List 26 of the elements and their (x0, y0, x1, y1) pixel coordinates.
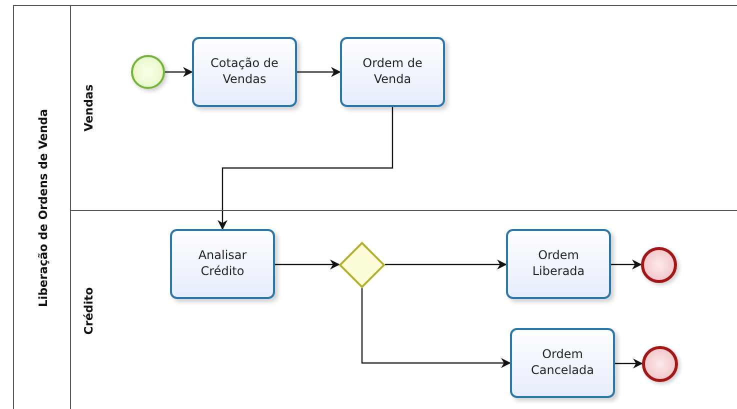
task-box (192, 37, 297, 107)
task-box (510, 328, 615, 398)
task-label: Analisar Crédito (197, 248, 248, 280)
task-label: Ordem de Venda (362, 56, 424, 88)
sequence-flow-arrow (611, 260, 642, 270)
lane-label: Crédito (82, 286, 96, 334)
task-box (170, 229, 275, 299)
lane-label: Vendas (82, 84, 96, 132)
end-event-circle (641, 247, 677, 283)
sequence-flow-arrow (615, 358, 643, 368)
task-label: Ordem Cancelada (530, 347, 595, 379)
sequence-flow-arrow (361, 288, 511, 368)
pool-label: Liberação de Ordens de Venda (36, 108, 50, 308)
task-label: Cotação de Vendas (210, 56, 280, 88)
swimlane (70, 210, 737, 409)
sequence-flow-arrow (218, 107, 394, 230)
task-box (340, 37, 445, 107)
end-event-circle (642, 346, 678, 382)
sequence-flow-arrow (297, 67, 341, 77)
sequence-flow-arrow (275, 260, 340, 270)
sequence-flow-arrow (385, 260, 507, 270)
task-label: Ordem Liberada (531, 248, 586, 280)
task-box (506, 229, 611, 299)
pool (13, 5, 737, 409)
start-event-circle (131, 55, 165, 89)
sequence-flow-arrow (165, 67, 193, 77)
